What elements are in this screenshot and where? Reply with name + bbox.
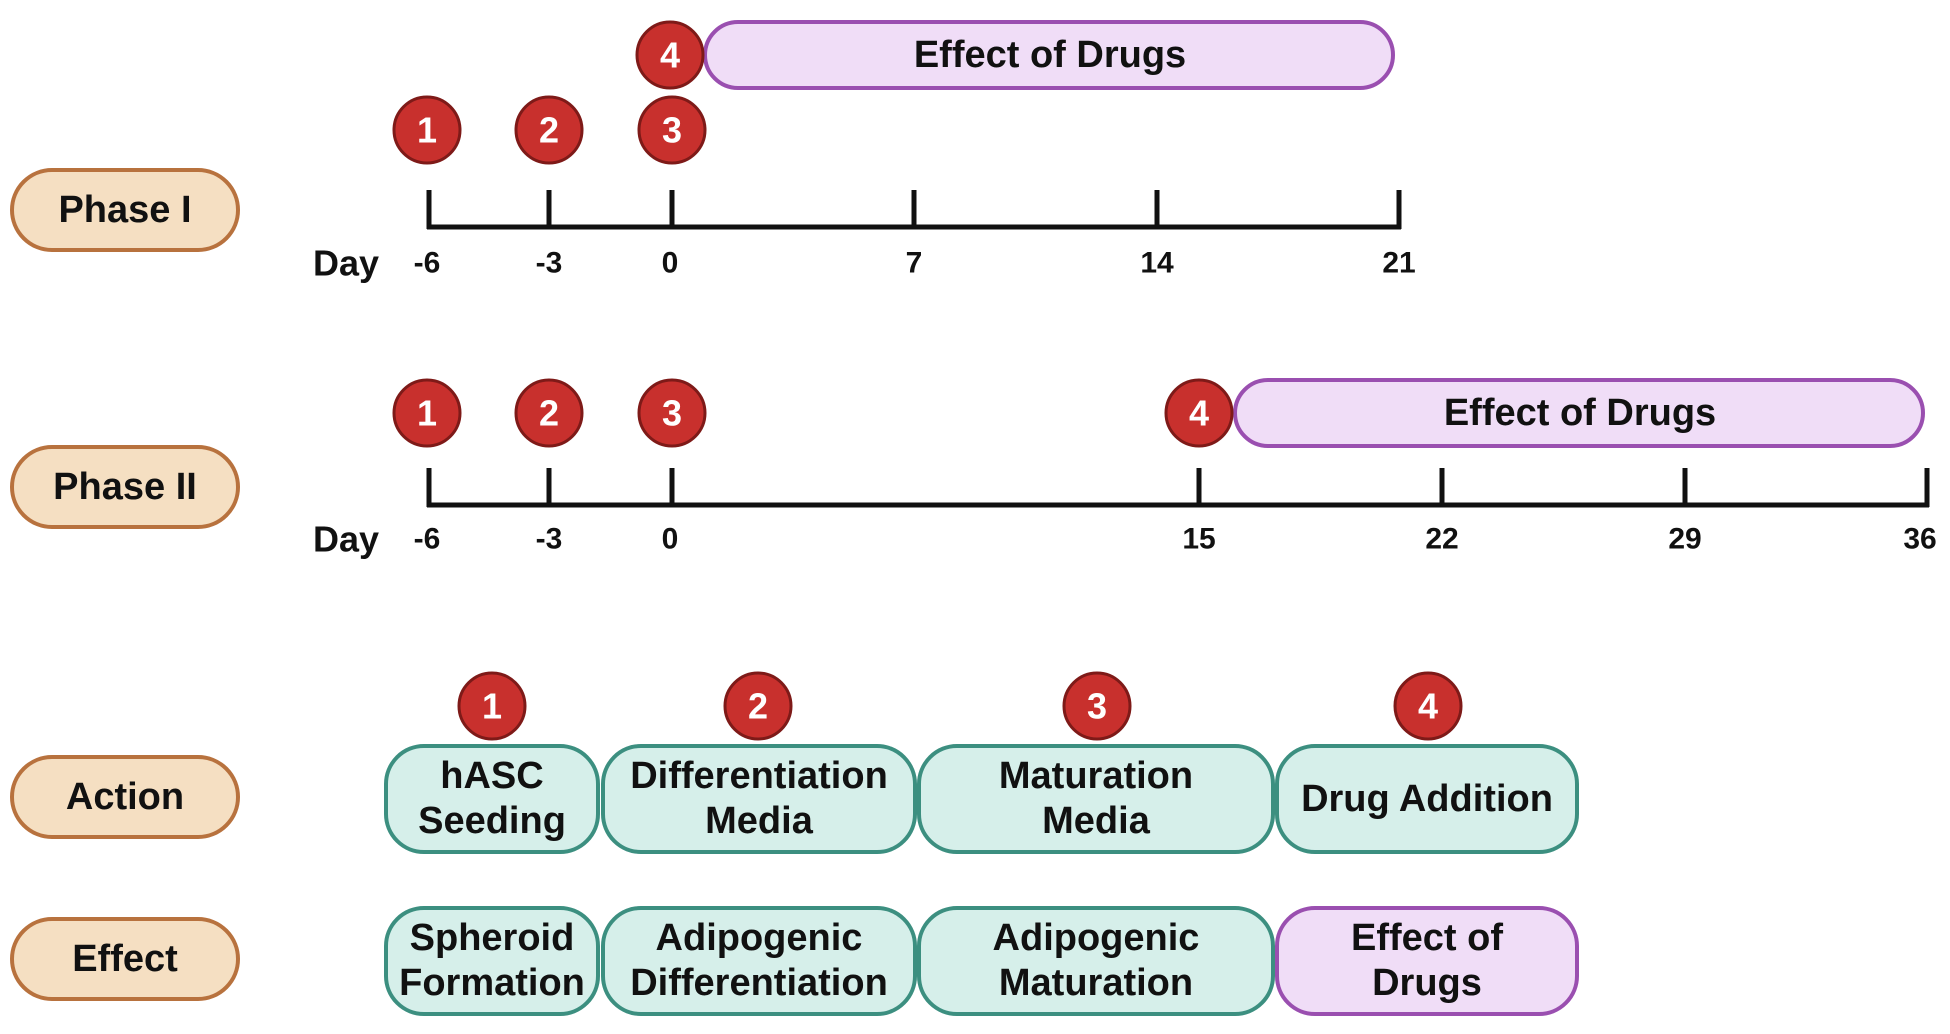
effect-step-1-line-2: Formation [399, 962, 585, 1004]
phase-1-tick-label: 21 [1382, 247, 1415, 280]
effect-box-step-2 [601, 906, 917, 1016]
effect-step-2-line-1: Adipogenic [656, 917, 863, 959]
phase-1-step-3-number: 3 [662, 110, 682, 151]
phase-1-day-label: Day [313, 243, 379, 284]
phase-2-timeline: Phase II 1 2 3 Effect of Drugs 4 Day -6 … [10, 378, 1937, 560]
phase-1-drug-bar [703, 20, 1395, 90]
phase-1-step-2-number: 2 [539, 110, 559, 151]
action-box-step-4 [1275, 744, 1579, 854]
phase-1-pill [10, 168, 240, 252]
action-step-4-line-1: Drug Addition [1301, 778, 1553, 820]
phase-1-timeline: Phase I Effect of Drugs 4 1 2 3 Day -6 -… [10, 20, 1416, 284]
action-row-pill [10, 755, 240, 839]
phase-2-pill [10, 445, 240, 529]
phase-1-tick-label: 0 [662, 247, 679, 280]
phase-1-drug-label: Effect of Drugs [914, 34, 1186, 76]
legend-step-1-number: 1 [482, 686, 502, 727]
phase-1-label: Phase I [58, 189, 191, 231]
effect-step-4-line-1: Effect of [1351, 917, 1503, 959]
phase-1-step-3-circle [637, 95, 707, 165]
phase-2-step-1-circle [392, 378, 462, 448]
effect-step-3-line-1: Adipogenic [993, 917, 1200, 959]
phase-1-step-4-circle [635, 20, 705, 90]
effect-row-label: Effect [72, 938, 178, 980]
effect-step-2-line-2: Differentiation [630, 962, 888, 1004]
effect-step-1-line-1: Spheroid [410, 917, 575, 959]
phase-1-step-1-number: 1 [417, 110, 437, 151]
action-step-3-line-1: Maturation [999, 755, 1193, 797]
phase-2-step-3-circle [637, 378, 707, 448]
action-box-step-1 [384, 744, 600, 854]
effect-row-pill [10, 917, 240, 1001]
effect-box-step-4 [1275, 906, 1579, 1016]
phase-2-tick-label: 36 [1903, 523, 1936, 556]
phase-1-tick-label: 14 [1140, 247, 1174, 280]
legend-step-1-circle [457, 671, 527, 741]
phase-2-tick-label: 29 [1668, 523, 1701, 556]
effect-step-3-line-2: Maturation [999, 962, 1193, 1004]
phase-2-step-2-circle [514, 378, 584, 448]
phase-2-tick-label: -6 [414, 523, 441, 556]
action-step-2-line-1: Differentiation [630, 755, 888, 797]
legend-step-2-number: 2 [748, 686, 768, 727]
effect-box-step-3 [917, 906, 1275, 1016]
phase-2-tick-label: 22 [1425, 523, 1458, 556]
phase-2-step-1-number: 1 [417, 393, 437, 434]
action-step-2-line-2: Media [705, 800, 814, 842]
legend-step-3-circle [1062, 671, 1132, 741]
step-legend: Action Effect 1 2 3 4 hASC Seeding Diffe… [10, 671, 1579, 1016]
action-box-step-2 [601, 744, 917, 854]
phase-2-drug-label: Effect of Drugs [1444, 392, 1716, 434]
action-step-1-line-1: hASC [440, 755, 543, 797]
phase-2-label: Phase II [53, 466, 197, 508]
phase-2-step-2-number: 2 [539, 393, 559, 434]
phase-1-tick-label: -3 [536, 247, 563, 280]
legend-step-3-number: 3 [1087, 686, 1107, 727]
phase-1-tick-label: -6 [414, 247, 441, 280]
action-step-3-line-2: Media [1042, 800, 1151, 842]
action-row-label: Action [66, 776, 184, 818]
phase-2-step-3-number: 3 [662, 393, 682, 434]
effect-box-step-1 [384, 906, 600, 1016]
phase-2-day-label: Day [313, 519, 379, 560]
phase-1-step-2-circle [514, 95, 584, 165]
action-step-1-line-2: Seeding [418, 800, 566, 842]
legend-step-4-circle [1393, 671, 1463, 741]
legend-step-2-circle [723, 671, 793, 741]
effect-step-4-line-2: Drugs [1372, 962, 1482, 1004]
phase-2-tick-label: 0 [662, 523, 679, 556]
phase-2-drug-bar [1233, 378, 1925, 448]
phase-2-tick-label: -3 [536, 523, 563, 556]
phase-2-step-4-number: 4 [1189, 393, 1209, 434]
phase-1-step-4-number: 4 [660, 35, 680, 76]
action-box-step-3 [917, 744, 1275, 854]
phase-1-step-1-circle [392, 95, 462, 165]
phase-2-tick-label: 15 [1182, 523, 1215, 556]
legend-step-4-number: 4 [1418, 686, 1438, 727]
phase-1-tick-label: 7 [906, 247, 923, 280]
phase-2-step-4-circle [1164, 378, 1234, 448]
